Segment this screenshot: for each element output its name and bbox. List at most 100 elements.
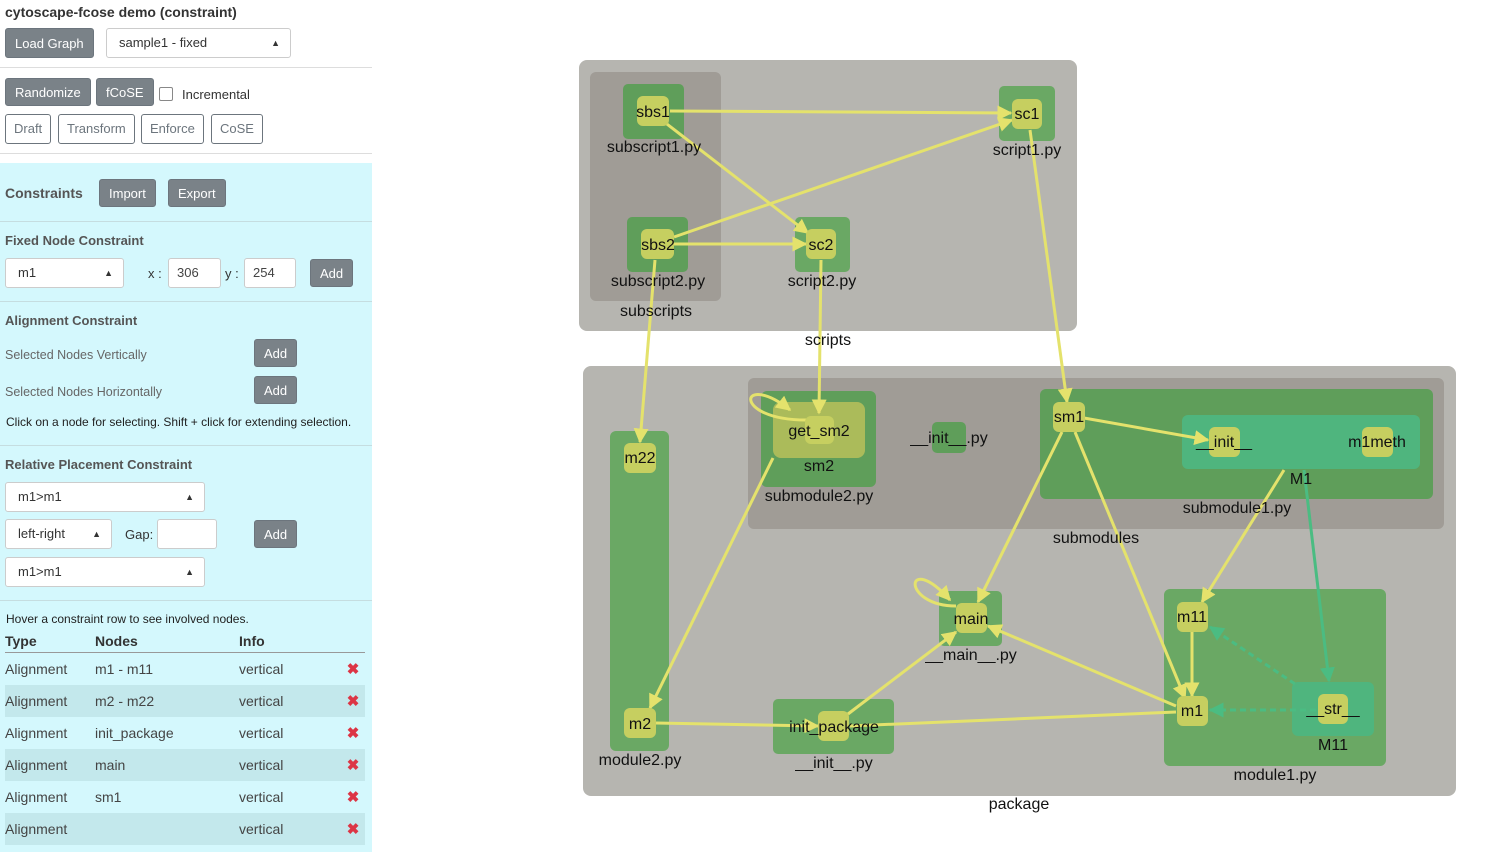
green-edges [1208, 469, 1335, 718]
module2-file[interactable] [610, 431, 669, 751]
label-str: __str__ [1305, 701, 1360, 718]
label-init-pkg: __init__.py [794, 755, 872, 772]
x-label: x : [148, 266, 162, 281]
node-m1meth[interactable] [1362, 427, 1393, 457]
edge[interactable] [1302, 469, 1335, 683]
cell-info: vertical [239, 685, 341, 717]
label-init-sub: __init__.py [909, 430, 987, 447]
cell-type: Alignment [5, 685, 95, 717]
edge[interactable] [648, 457, 775, 710]
label-m2: m2 [629, 716, 651, 733]
cose-button[interactable]: CoSE [211, 114, 263, 144]
node-main[interactable] [956, 603, 987, 633]
fcose-button[interactable]: fCoSE [96, 78, 154, 106]
node-str[interactable] [1318, 694, 1348, 724]
load-graph-button[interactable]: Load Graph [5, 28, 94, 58]
node-sbs1[interactable] [637, 96, 669, 126]
relative-second-select[interactable]: m1>m1 ▲ [5, 557, 205, 587]
relative-second-value: m1>m1 [18, 564, 62, 579]
init-sub-file[interactable] [932, 422, 966, 453]
fixed-node-select[interactable]: m1 ▲ [5, 258, 124, 288]
edge[interactable] [1083, 416, 1210, 446]
edge[interactable] [1208, 625, 1296, 686]
node-m2[interactable] [624, 708, 656, 738]
label-sbs1: sbs1 [636, 104, 670, 121]
enforce-button[interactable]: Enforce [141, 114, 204, 144]
node-sm1[interactable] [1053, 402, 1085, 432]
relative-add-button[interactable]: Add [254, 520, 298, 548]
delete-icon[interactable]: ✖ [341, 749, 365, 781]
edge[interactable] [655, 718, 820, 734]
node-sc1[interactable] [1012, 99, 1042, 129]
label-M11: M11 [1318, 737, 1348, 754]
node-m1[interactable] [1177, 696, 1208, 726]
edge[interactable] [986, 624, 1177, 708]
edge[interactable] [1200, 469, 1286, 604]
label-main-py: __main__.py [924, 647, 1017, 664]
align-horizontal-add-button[interactable]: Add [254, 376, 298, 404]
node-get-sm2[interactable] [805, 416, 834, 444]
x-input[interactable]: 306 [168, 258, 221, 288]
label-script1: script1.py [993, 142, 1061, 159]
cell-type: Alignment [5, 813, 95, 845]
incremental-checkbox[interactable] [159, 87, 173, 101]
delete-icon[interactable]: ✖ [346, 661, 360, 678]
edge[interactable] [976, 431, 1064, 604]
node-m22[interactable] [624, 443, 656, 473]
edge[interactable] [662, 119, 810, 235]
graph-select[interactable]: sample1 - fixed ▲ [106, 28, 291, 58]
divider [0, 445, 372, 446]
graph-canvas[interactable]: sbs1 sc1 sbs2 sc2 sm1 get_sm2 __init__ m… [372, 0, 1497, 852]
sort-arrows-icon: ▲ [185, 567, 194, 577]
sort-arrows-icon: ▲ [185, 492, 194, 502]
delete-icon[interactable]: ✖ [341, 685, 365, 717]
edge[interactable] [1073, 431, 1187, 700]
node-sc2[interactable] [806, 229, 836, 259]
label-init: __init__ [1195, 434, 1253, 451]
randomize-button[interactable]: Randomize [5, 78, 91, 106]
edge[interactable] [673, 117, 1014, 239]
node-init[interactable] [1209, 427, 1240, 457]
label-sbs2: sbs2 [641, 237, 675, 254]
y-input[interactable]: 254 [244, 258, 296, 288]
relative-first-select[interactable]: m1>m1 ▲ [5, 482, 205, 512]
delete-icon[interactable]: ✖ [346, 789, 360, 806]
node-sbs2[interactable] [641, 229, 674, 259]
draft-button[interactable]: Draft [5, 114, 52, 144]
edge[interactable] [847, 630, 958, 716]
fixed-add-button[interactable]: Add [310, 259, 354, 287]
edge[interactable] [633, 259, 657, 444]
M1-class[interactable] [1182, 415, 1420, 469]
label-package: package [989, 796, 1050, 813]
edge[interactable] [913, 577, 957, 608]
import-button[interactable]: Import [99, 179, 156, 207]
export-button[interactable]: Export [168, 179, 226, 207]
delete-icon[interactable]: ✖ [341, 813, 365, 845]
transform-button[interactable]: Transform [58, 114, 135, 144]
graph-select-value: sample1 - fixed [119, 35, 208, 50]
label-m22: m22 [624, 450, 655, 467]
align-vertical-add-button[interactable]: Add [254, 339, 298, 367]
incremental-label: Incremental [182, 87, 250, 102]
edge[interactable] [749, 393, 807, 422]
fixed-node-heading: Fixed Node Constraint [5, 233, 144, 248]
edge[interactable] [669, 105, 1013, 121]
node-init-package[interactable] [818, 711, 849, 741]
edge[interactable] [849, 710, 1177, 728]
delete-icon[interactable]: ✖ [346, 725, 360, 742]
label-m1: m1 [1181, 703, 1203, 720]
gap-input[interactable] [157, 519, 217, 549]
edge[interactable] [1028, 129, 1073, 404]
edge[interactable] [811, 259, 827, 415]
label-module1: module1.py [1234, 767, 1317, 784]
label-M1: M1 [1290, 471, 1312, 488]
node-m11[interactable] [1177, 602, 1208, 632]
direction-select[interactable]: left-right ▲ [5, 519, 112, 549]
label-sc2: sc2 [809, 237, 834, 254]
